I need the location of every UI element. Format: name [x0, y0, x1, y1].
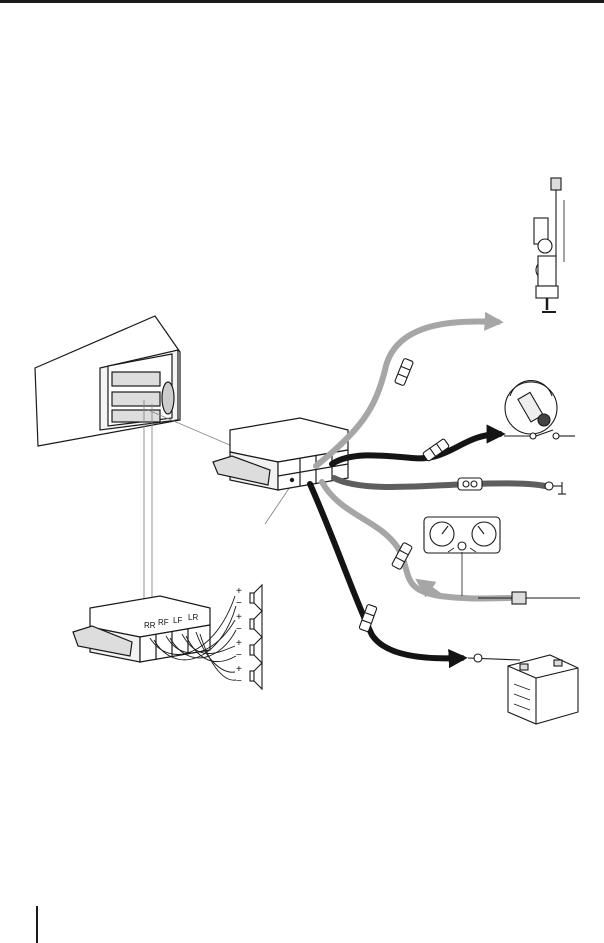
speaker-rr-minus: −: [236, 598, 242, 609]
battery-icon: [468, 654, 578, 724]
speaker-lr-plus: +: [236, 664, 242, 675]
battery-wire: [310, 484, 462, 658]
speaker-rf-minus: −: [236, 624, 242, 635]
speaker-lf-minus: −: [236, 650, 242, 661]
instrument-panel-icon: [424, 517, 580, 604]
antenna-fuse-holder: [394, 358, 413, 386]
speaker-terminal-marks: + − + − + − + −: [236, 586, 242, 687]
ignition-wire: [332, 434, 500, 464]
ground-wire: [334, 478, 545, 487]
ignition-switch-icon: [504, 381, 575, 439]
speaker-lr-minus: −: [236, 676, 242, 687]
speaker-rr-icon: [250, 585, 262, 611]
label-rr: RR: [144, 621, 156, 630]
power-antenna-icon: [534, 178, 564, 312]
dashboard-slot: [35, 316, 180, 446]
speaker-lf-plus: +: [236, 638, 242, 649]
label-rf: RF: [158, 618, 169, 627]
speaker-lf-icon: [250, 637, 262, 663]
speaker-rr-plus: +: [236, 586, 242, 597]
ground-terminal-icon: [545, 482, 566, 494]
antenna-wire: [316, 321, 498, 466]
label-lr: LR: [188, 613, 198, 622]
label-lf: LF: [173, 616, 182, 625]
speaker-icons: [250, 585, 262, 689]
speaker-rf-icon: [250, 611, 262, 637]
speaker-lr-icon: [250, 663, 262, 689]
speaker-rf-plus: +: [236, 612, 242, 623]
ground-connector: [458, 478, 482, 490]
